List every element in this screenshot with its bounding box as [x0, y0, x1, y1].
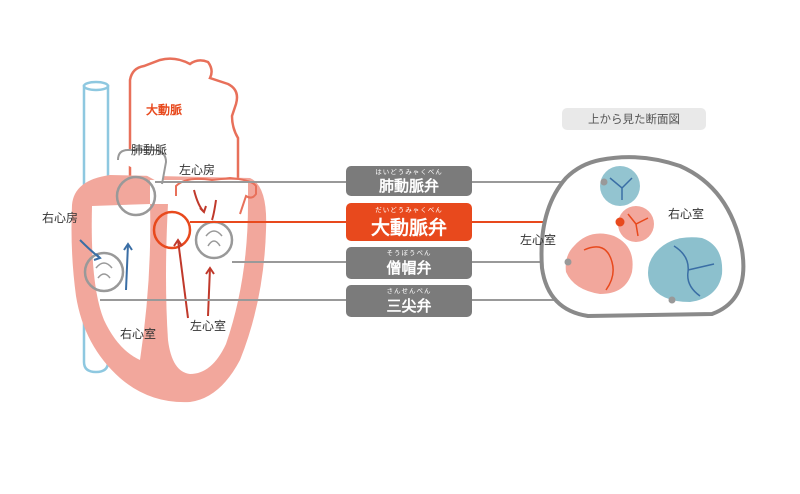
section-tag: 上から見た断面図 — [588, 112, 680, 126]
aorta-label: 大動脈 — [146, 102, 182, 117]
valve-pill-tricuspid: さんせんべん 三尖弁 — [346, 285, 472, 317]
mitral-valve-ruby: そうぼうべん — [387, 249, 432, 257]
right-atrium-label: 右心房 — [42, 210, 78, 225]
section-right-ventricle-label: 右心室 — [668, 206, 704, 221]
right-ventricle-label: 右心室 — [120, 326, 156, 341]
aortic-valve-ring — [152, 210, 192, 250]
left-atrium-label: 左心房 — [179, 162, 215, 177]
aortic-valve-name: 大動脈弁 — [371, 216, 447, 239]
section-left-ventricle-label: 左心室 — [520, 232, 556, 247]
mitral-valve-name: 僧帽弁 — [386, 259, 431, 277]
tricuspid-valve-name: 三尖弁 — [386, 297, 431, 315]
pulmonary-valve-ring — [115, 175, 157, 217]
left-ventricle-label: 左心室 — [190, 318, 226, 333]
aortic-valve-ruby: だいどうみゃくべん — [375, 206, 443, 214]
valve-pill-aortic: だいどうみゃくべん 大動脈弁 — [346, 203, 472, 241]
valve-pill-mitral: そうぼうべん 僧帽弁 — [346, 247, 472, 279]
valve-pill-pulmonary: はいどうみゃくべん 肺動脈弁 — [346, 166, 472, 196]
flow-arrows — [79, 189, 217, 319]
section-tricuspid-valve — [648, 237, 723, 302]
tricuspid-valve-ruby: さんせんべん — [387, 287, 432, 295]
section-mitral-valve — [565, 233, 633, 294]
pulmonary-valve-name: 肺動脈弁 — [379, 177, 439, 195]
tricuspid-valve-ring — [83, 251, 125, 293]
section-tag-bg — [562, 108, 706, 130]
pulmonary-valve-ruby: はいどうみゃくべん — [375, 168, 443, 176]
pulmonary-artery-label: 肺動脈 — [131, 143, 167, 157]
cross-section: 上から見た断面図 右心室 左心室 — [520, 108, 746, 319]
